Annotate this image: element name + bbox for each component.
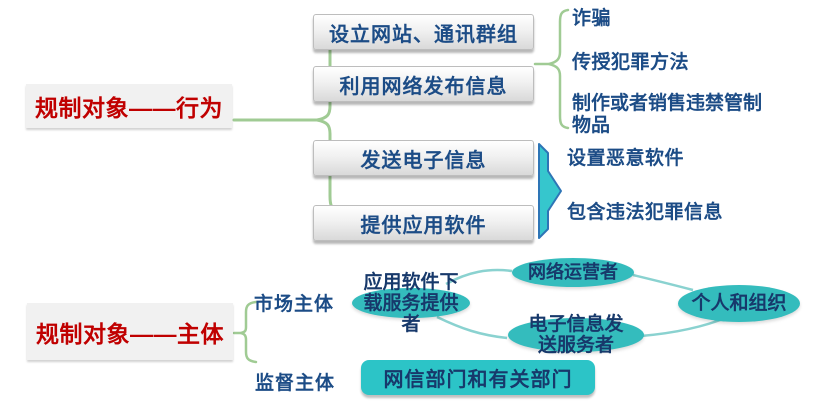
entity-label: 应用软件下载服务提供者 (363, 271, 459, 335)
action-box-publish-info: 利用网络发布信息 (313, 66, 534, 102)
consequence-item-malware: 设置恶意软件 (567, 148, 685, 169)
violations-brace (548, 8, 570, 130)
entity-ellipse-einfo-sender: 电子信息发送服务者 (508, 314, 644, 356)
action-box-setup-website: 设立网站、通讯群组 (313, 14, 534, 50)
entity-ellipse-app-download-provider: 应用软件下载服务提供者 (352, 272, 470, 335)
violation-item-teach-crime: 传授犯罪方法 (572, 52, 690, 73)
action-box-provide-software: 提供应用软件 (313, 205, 534, 241)
entity-label: 网络运营者 (528, 262, 618, 282)
category-supervision-subject: 监督主体 (255, 373, 336, 394)
entity-label: 个人和组织 (691, 293, 787, 314)
consequence-item-illegal-info: 包含违法犯罪信息 (567, 202, 724, 223)
behavior-brace (316, 28, 342, 213)
entity-ellipse-network-operator: 网络运营者 (512, 258, 634, 287)
curve-app-to-sender (436, 315, 508, 340)
action-box-send-einfo: 发送电子信息 (313, 140, 534, 176)
subject-brace (240, 300, 258, 364)
curve-app-to-operator (445, 268, 513, 286)
department-box: 网信部门和有关部门 (361, 360, 595, 395)
curve-operator-to-individual (632, 273, 694, 292)
entity-label: 电子信息发送服务者 (528, 314, 624, 356)
violation-item-contraband: 制作或者销售违禁管制物品 (572, 93, 763, 136)
consequence-arrow-icon (538, 143, 562, 239)
subject-section-label: 规制对象——主体 (27, 303, 233, 360)
behavior-section-label: 规制对象——行为 (26, 84, 232, 128)
entity-ellipse-individuals-orgs: 个人和组织 (678, 285, 800, 322)
category-market-subject: 市场主体 (254, 294, 335, 315)
violation-item-fraud: 诈骗 (572, 8, 612, 29)
